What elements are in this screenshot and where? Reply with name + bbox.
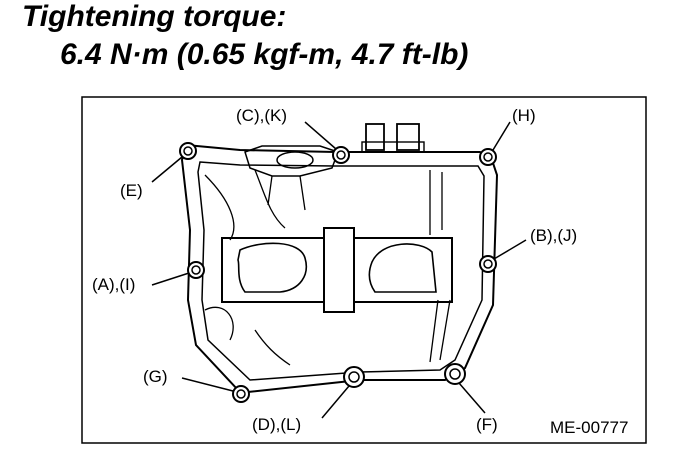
bolt-f <box>444 363 466 385</box>
bolt-e <box>179 142 197 160</box>
bolt-g <box>232 385 250 403</box>
leader-lines <box>151 121 527 419</box>
cover-inner-outline <box>197 161 485 381</box>
connector-right <box>396 123 420 151</box>
label-a-i: (A),(I) <box>92 275 135 294</box>
torque-spec: 6.4 N·m (0.65 kgf-m, 4.7 ft-lb) <box>60 38 469 71</box>
figure-reference: ME-00777 <box>550 418 628 437</box>
bolt-c-k <box>332 146 350 164</box>
cover-outline <box>180 143 499 394</box>
label-b-j: (B),(J) <box>530 226 577 245</box>
bolt-b-j <box>479 255 497 273</box>
connector-base <box>361 141 425 153</box>
label-d-l: (D),(L) <box>252 415 301 434</box>
label-g: (G) <box>143 367 168 386</box>
right-window <box>368 243 437 293</box>
casting-detail-right <box>429 170 451 363</box>
center-boss <box>323 227 355 313</box>
torque-title: Tightening torque: <box>22 0 287 33</box>
label-c-k: (C),(K) <box>236 106 287 125</box>
label-f: (F) <box>476 415 498 434</box>
bolt-h <box>479 148 497 166</box>
sensor-flange <box>244 145 339 177</box>
label-h: (H) <box>512 106 536 125</box>
sensor-stem <box>267 175 306 211</box>
bolt-a-i <box>187 261 205 279</box>
figure-frame <box>81 96 647 444</box>
sensor-port <box>276 151 314 169</box>
connector-left <box>365 123 385 151</box>
casting-detail-left <box>204 169 291 366</box>
bolt-d-l <box>343 366 365 388</box>
left-window <box>237 242 307 293</box>
label-e: (E) <box>120 181 143 200</box>
